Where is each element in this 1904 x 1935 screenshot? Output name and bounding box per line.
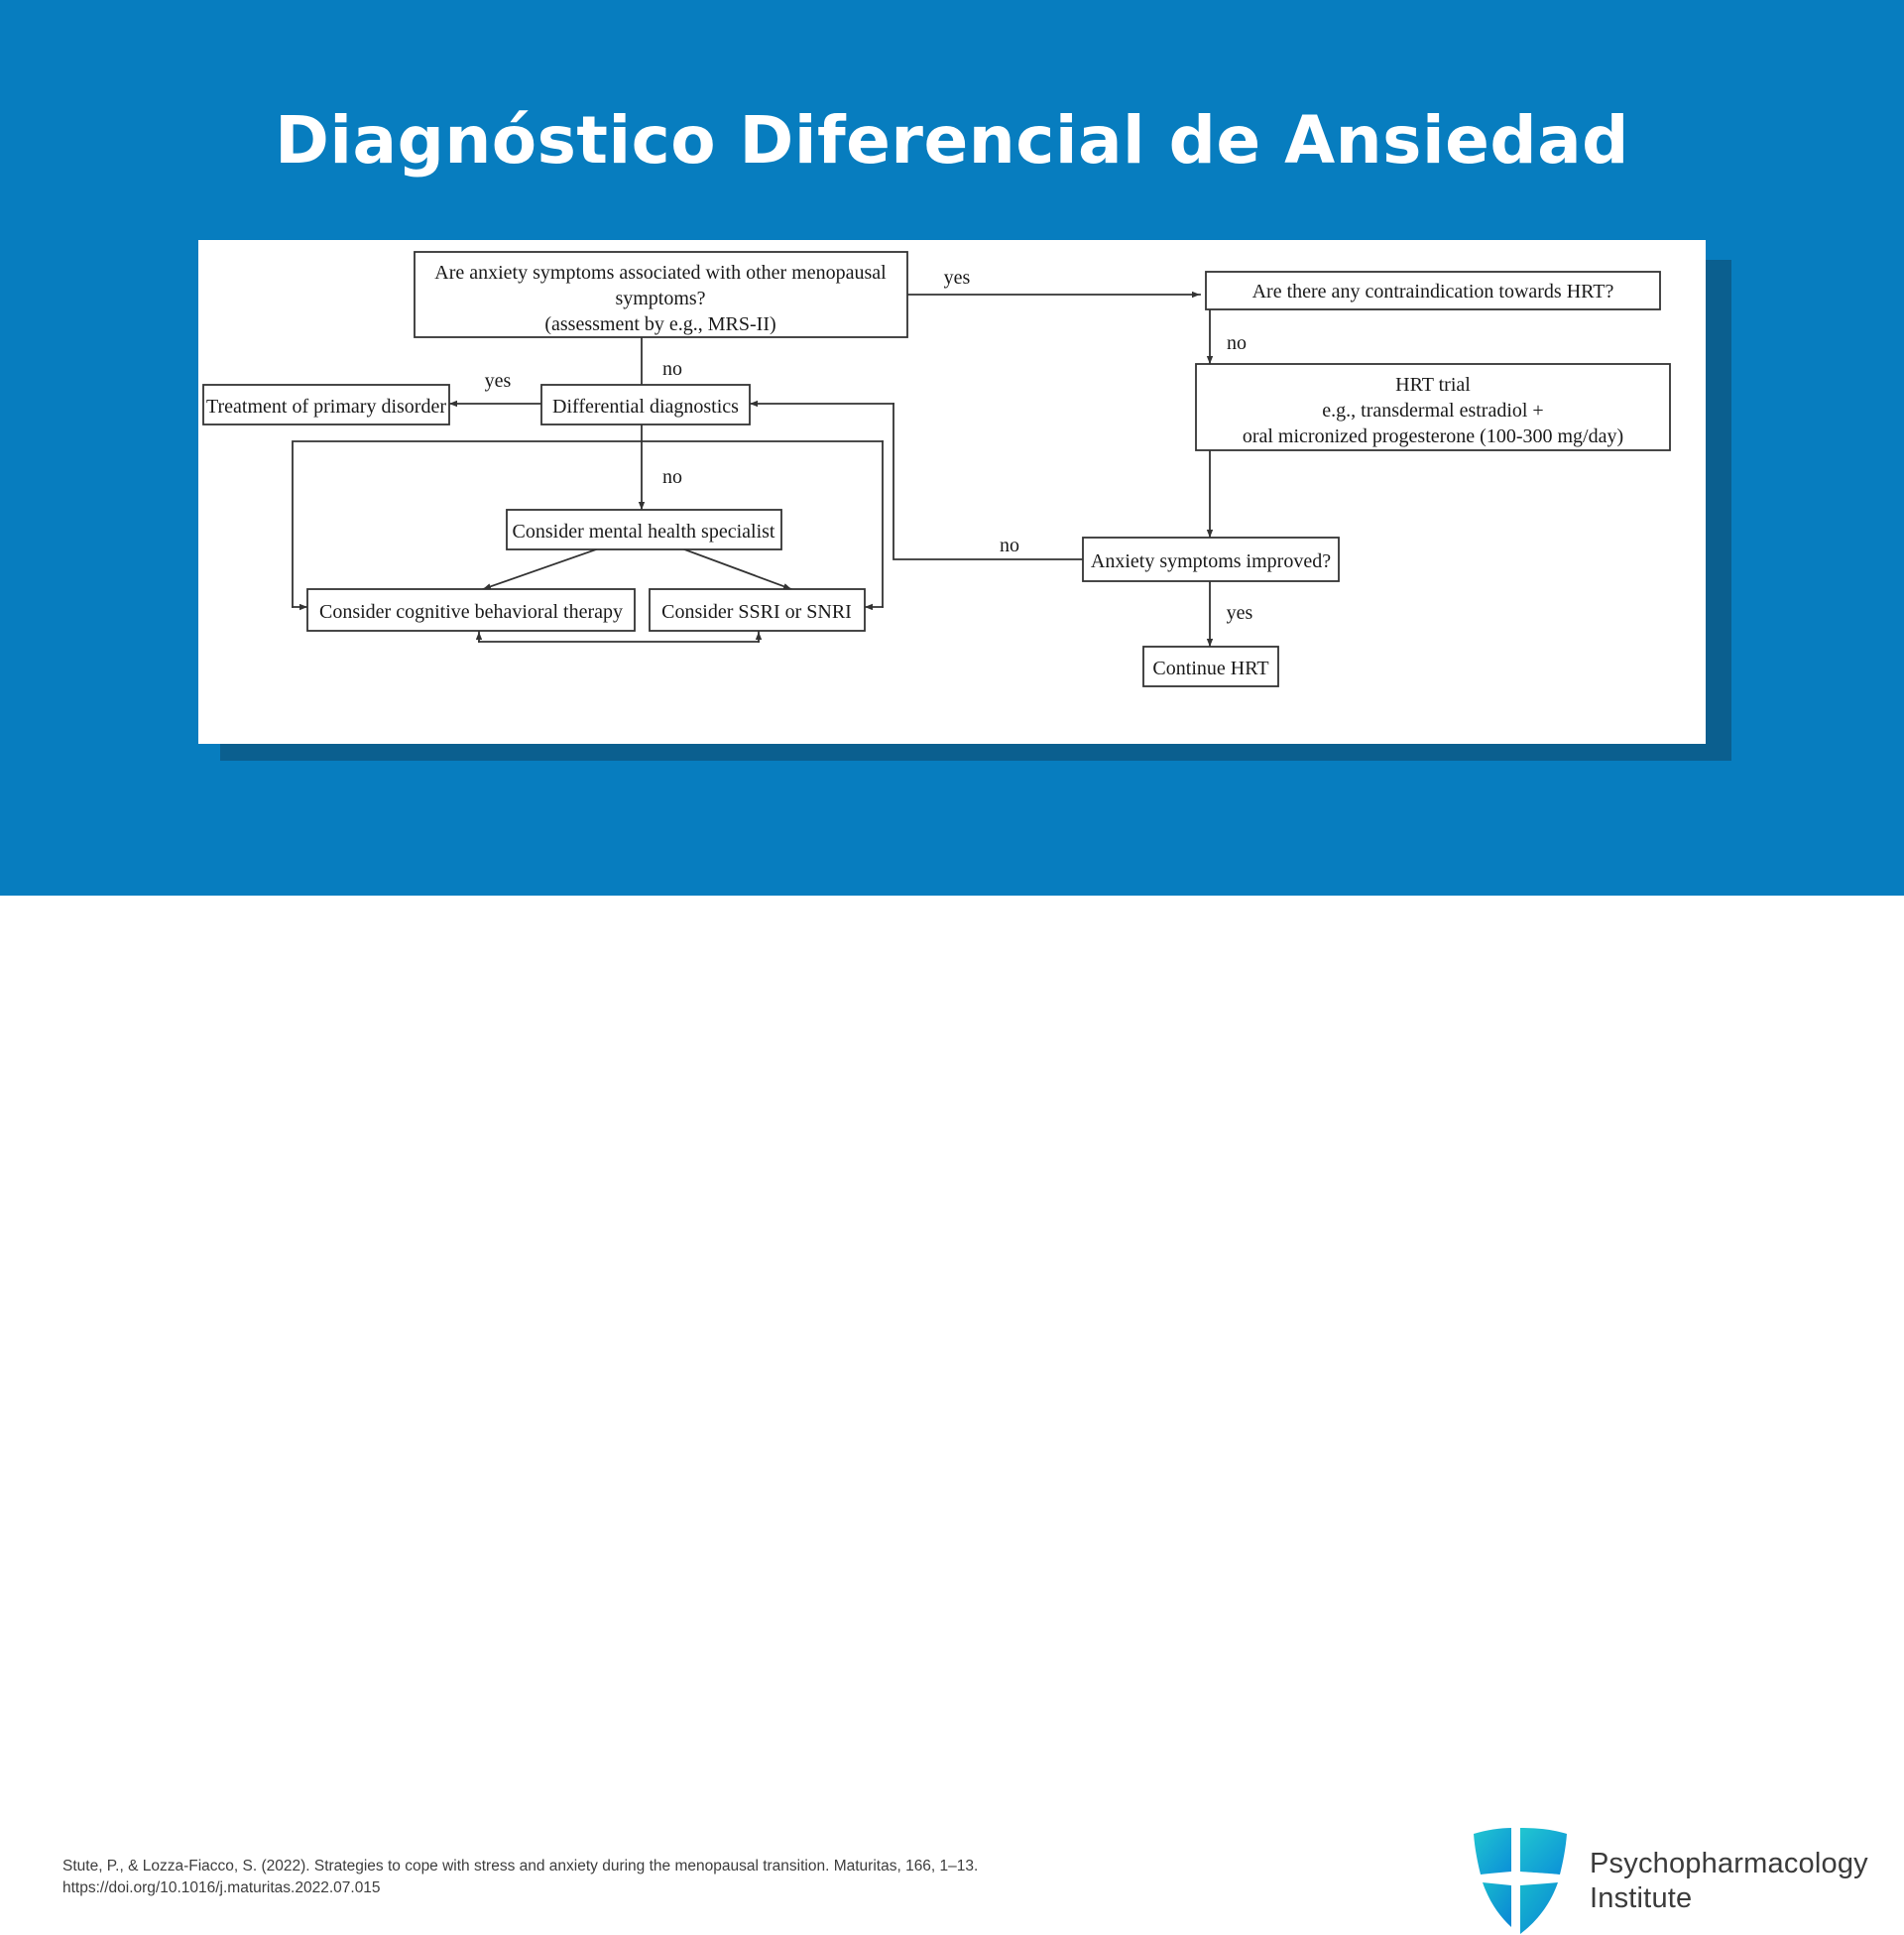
node-n3-line3: oral micronized progesterone (100-300 mg…: [1243, 425, 1623, 447]
edge-rail-left-seg: [292, 440, 884, 608]
node-n2-label: Are there any contraindication towards H…: [1252, 281, 1614, 302]
edge-label-yes-3: yes: [1227, 602, 1253, 624]
node-treatment-primary-disorder: Treatment of primary disorder: [202, 384, 450, 425]
node-anxiety-symptoms-question: Are anxiety symptoms associated with oth…: [414, 251, 908, 338]
flowchart-svg: Are anxiety symptoms associated with oth…: [202, 251, 1671, 687]
brand-name-line-1: Psychopharmacology: [1590, 1847, 1868, 1879]
brand-name-line-2: Institute: [1590, 1882, 1693, 1914]
node-anxiety-improved-question: Anxiety symptoms improved?: [1082, 537, 1340, 582]
slide-footer: Stute, P., & Lozza-Fiacco, S. (2022). St…: [0, 896, 1904, 1934]
page-title: Diagnóstico Diferencial de Ansiedad: [275, 102, 1629, 180]
shield-cross-icon: [1474, 1828, 1567, 1934]
brand-logo: Psychopharmacology Institute: [1473, 1828, 1868, 1935]
node-ssri-snri: Consider SSRI or SNRI: [649, 588, 866, 632]
node-n5-label: Continue HRT: [1152, 658, 1268, 679]
node-n1-line2: symptoms?: [615, 288, 705, 309]
node-n4-label: Anxiety symptoms improved?: [1091, 550, 1331, 572]
edge-label-no-3: no: [662, 466, 682, 488]
node-n3-line1: HRT trial: [1395, 374, 1471, 396]
node-continue-hrt: Continue HRT: [1142, 646, 1279, 687]
edge-label-yes-2: yes: [485, 370, 512, 392]
node-n9-label: Consider cognitive behavioral therapy: [319, 601, 623, 623]
node-n1-line3: (assessment by e.g., MRS-II): [544, 313, 775, 335]
brand-name: Psychopharmacology Institute: [1590, 1847, 1868, 1917]
citation-line-1: Stute, P., & Lozza-Fiacco, S. (2022). St…: [62, 1858, 979, 1875]
node-n3-line2: e.g., transdermal estradiol +: [1322, 400, 1543, 422]
node-n6-label: Differential diagnostics: [552, 396, 739, 418]
node-n7-label: Treatment of primary disorder: [206, 396, 446, 418]
edge-label-no-2: no: [1227, 332, 1247, 354]
edge-label-no-1: no: [662, 358, 682, 380]
citation-line-2: https://doi.org/10.1016/j.maturitas.2022…: [62, 1879, 381, 1896]
citation-block: Stute, P., & Lozza-Fiacco, S. (2022). St…: [62, 1856, 1203, 1899]
node-mental-health-specialist: Consider mental health specialist: [506, 509, 782, 550]
node-differential-diagnostics: Differential diagnostics: [540, 384, 751, 425]
node-contraindication-question: Are there any contraindication towards H…: [1205, 271, 1661, 310]
node-hrt-trial: HRT trial e.g., transdermal estradiol + …: [1195, 363, 1671, 451]
node-n8-label: Consider mental health specialist: [513, 521, 775, 543]
edge-label-yes-1: yes: [944, 267, 971, 289]
node-n1-line1: Are anxiety symptoms associated with oth…: [434, 262, 887, 284]
node-cbt: Consider cognitive behavioral therapy: [306, 588, 636, 632]
edge-label-no-4: no: [1000, 535, 1019, 556]
edge-n4-to-n6-seg: [892, 403, 1084, 560]
flowchart-figure-panel: Are anxiety symptoms associated with oth…: [198, 240, 1706, 744]
node-n10-label: Consider SSRI or SNRI: [661, 601, 852, 623]
